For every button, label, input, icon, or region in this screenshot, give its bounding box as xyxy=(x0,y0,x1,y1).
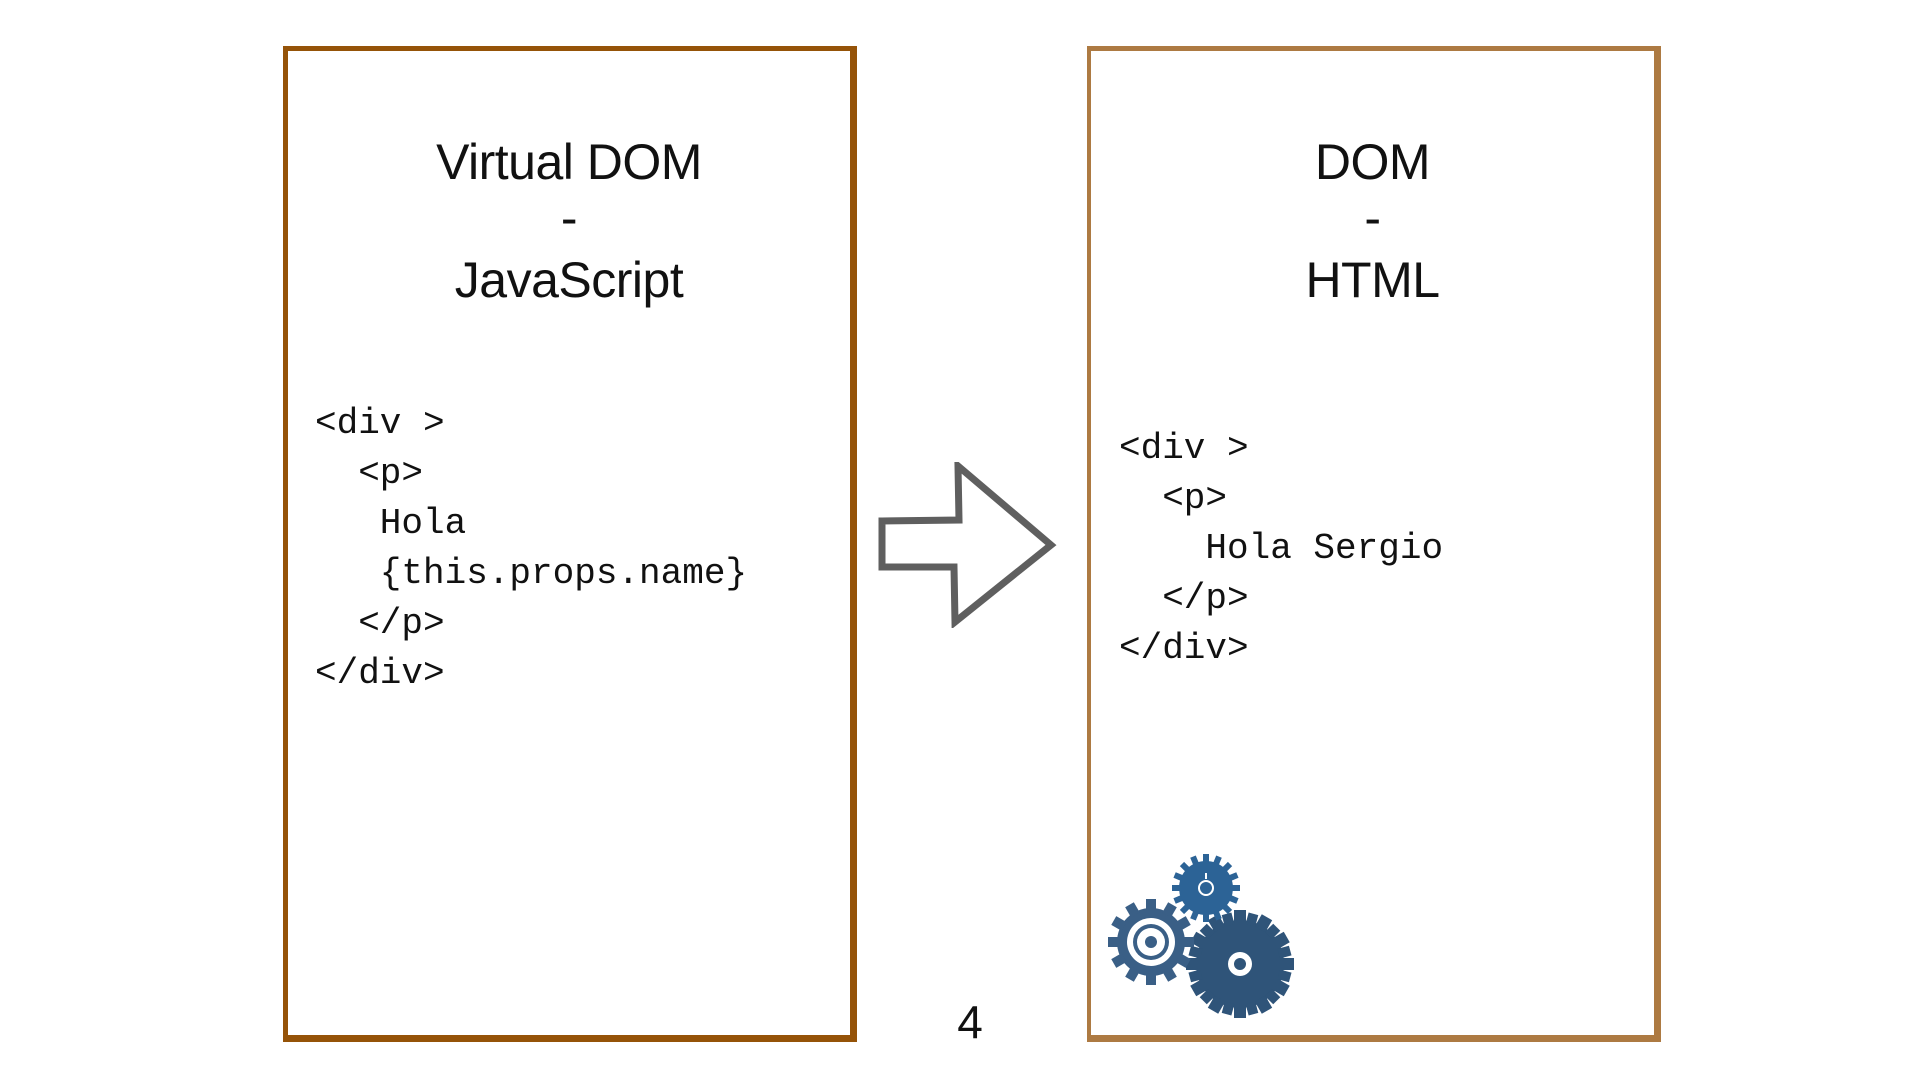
code-block: <div > <p> Hola {this.props.name} </p> </… xyxy=(315,399,747,699)
panel-title-line2: JavaScript xyxy=(454,252,684,308)
panel-title-line1: Virtual DOM xyxy=(436,134,702,190)
code-line: {this.props.name} xyxy=(315,553,748,594)
code-line: <div > xyxy=(1119,428,1249,469)
code-line: </p> xyxy=(315,603,445,644)
code-line: </p> xyxy=(1119,578,1249,619)
panel-title-separator: - xyxy=(560,190,578,246)
code-line: <p> xyxy=(1119,478,1228,519)
gears-icon xyxy=(1108,854,1294,1018)
right-arrow-icon xyxy=(878,462,1057,628)
code-line: Hola Sergio xyxy=(1119,528,1444,569)
code-line: <div > xyxy=(315,403,445,444)
virtual-dom-panel: Virtual DOM - JavaScript <div > <p> Hola… xyxy=(283,46,857,1042)
code-line: </div> xyxy=(315,653,445,694)
code-line: </div> xyxy=(1119,628,1249,669)
panel-title-line2: HTML xyxy=(1305,252,1440,308)
code-line: <p> xyxy=(315,453,424,494)
code-block: <div > <p> Hola Sergio </p> </div> xyxy=(1119,424,1443,674)
panel-title-separator: - xyxy=(1364,190,1381,246)
code-line: Hola xyxy=(315,503,467,544)
slide-number: 4 xyxy=(957,996,983,1048)
panel-title-line1: DOM xyxy=(1314,134,1431,190)
